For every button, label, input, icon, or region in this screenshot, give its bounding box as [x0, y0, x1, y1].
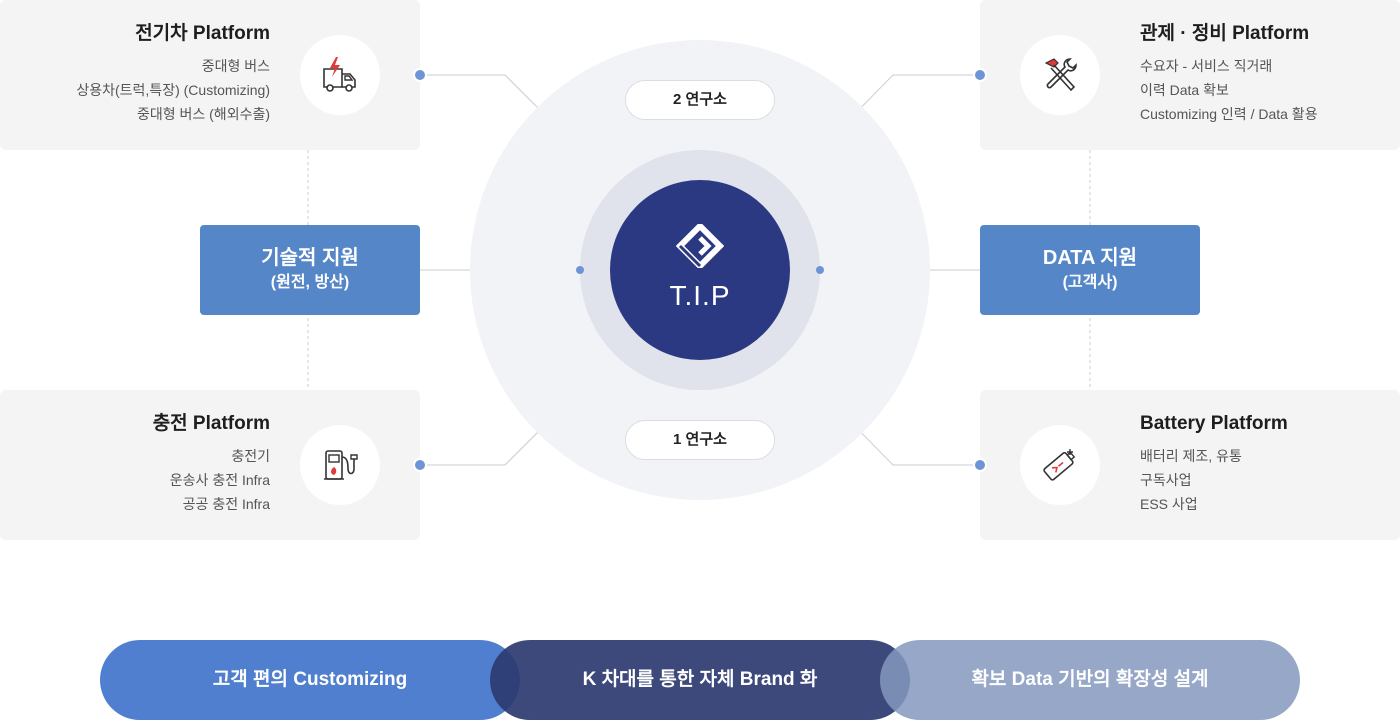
card-title: Battery Platform — [1140, 413, 1288, 434]
data-support-box: DATA 지원 (고객사) — [980, 225, 1200, 315]
card-title: 충전 Platform — [152, 413, 270, 434]
list-item: 배터리 제조, 유통 — [1140, 448, 1242, 464]
card-title: 전기차 Platform — [135, 23, 270, 44]
card-items: 충전기 운송사 충전 Infra 공공 충전 Infra — [153, 444, 270, 516]
pill-scalability: 확보 Data 기반의 확장성 설계 — [880, 640, 1300, 720]
support-title: DATA 지원 — [1042, 247, 1138, 269]
list-item: 구독사업 — [1140, 472, 1192, 488]
connector-dot — [413, 68, 427, 82]
list-item: 공공 충전 Infra — [182, 496, 270, 512]
card-items: 중대형 버스 상용차(트럭,특장) (Customizing) 중대형 버스 (… — [76, 54, 270, 126]
electric-truck-icon — [323, 57, 356, 92]
tip-logo-icon — [676, 224, 724, 268]
card-title: 관제 · 정비 Platform — [1140, 23, 1310, 44]
battery-icon — [1043, 449, 1076, 481]
list-item: 중대형 버스 (해외수출) — [136, 106, 270, 122]
icon-holder — [300, 35, 380, 115]
icon-holder — [1020, 425, 1100, 505]
tip-label: T.I.P — [669, 280, 731, 311]
list-item: 충전기 — [231, 448, 270, 464]
support-subtitle: (고객사) — [1062, 274, 1118, 291]
lab-2-pill: 2 연구소 — [625, 80, 775, 120]
list-item: 수요자 - 서비스 직거래 — [1140, 58, 1273, 74]
connector-dot — [973, 458, 987, 472]
list-item: 이력 Data 확보 — [1140, 82, 1229, 98]
card-charging-platform: 충전 Platform 충전기 운송사 충전 Infra 공공 충전 Infra — [0, 390, 420, 540]
connector-dot — [576, 266, 584, 274]
connector-dot — [816, 266, 824, 274]
tech-support-box: 기술적 지원 (원전, 방산) — [200, 225, 420, 315]
icon-holder — [300, 425, 380, 505]
card-items: 수요자 - 서비스 직거래 이력 Data 확보 Customizing 인력 … — [1140, 54, 1318, 126]
tools-icon — [1044, 58, 1077, 92]
card-ev-platform: 전기차 Platform 중대형 버스 상용차(트럭,특장) (Customiz… — [0, 0, 420, 150]
list-item: 운송사 충전 Infra — [169, 472, 270, 488]
support-subtitle: (원전, 방산) — [270, 274, 350, 291]
support-title: 기술적 지원 — [261, 247, 359, 269]
connector-dot — [413, 458, 427, 472]
list-item: 중대형 버스 — [201, 58, 270, 74]
card-control-platform: 관제 · 정비 Platform 수요자 - 서비스 직거래 이력 Data 확… — [980, 0, 1400, 150]
list-item: 상용차(트럭,특장) (Customizing) — [76, 82, 270, 98]
card-items: 배터리 제조, 유통 구독사업 ESS 사업 — [1140, 444, 1288, 516]
pill-customizing: 고객 편의 Customizing — [100, 640, 520, 720]
charger-icon — [324, 450, 358, 480]
lab-1-pill: 1 연구소 — [625, 420, 775, 460]
icon-holder — [1020, 35, 1100, 115]
list-item: ESS 사업 — [1140, 496, 1198, 512]
connector-dot — [973, 68, 987, 82]
tip-core: T.I.P — [610, 180, 790, 360]
card-battery-platform: Battery Platform 배터리 제조, 유통 구독사업 ESS 사업 — [980, 390, 1400, 540]
pill-brand: K 차대를 통한 자체 Brand 화 — [490, 640, 910, 720]
list-item: Customizing 인력 / Data 활용 — [1140, 106, 1318, 122]
